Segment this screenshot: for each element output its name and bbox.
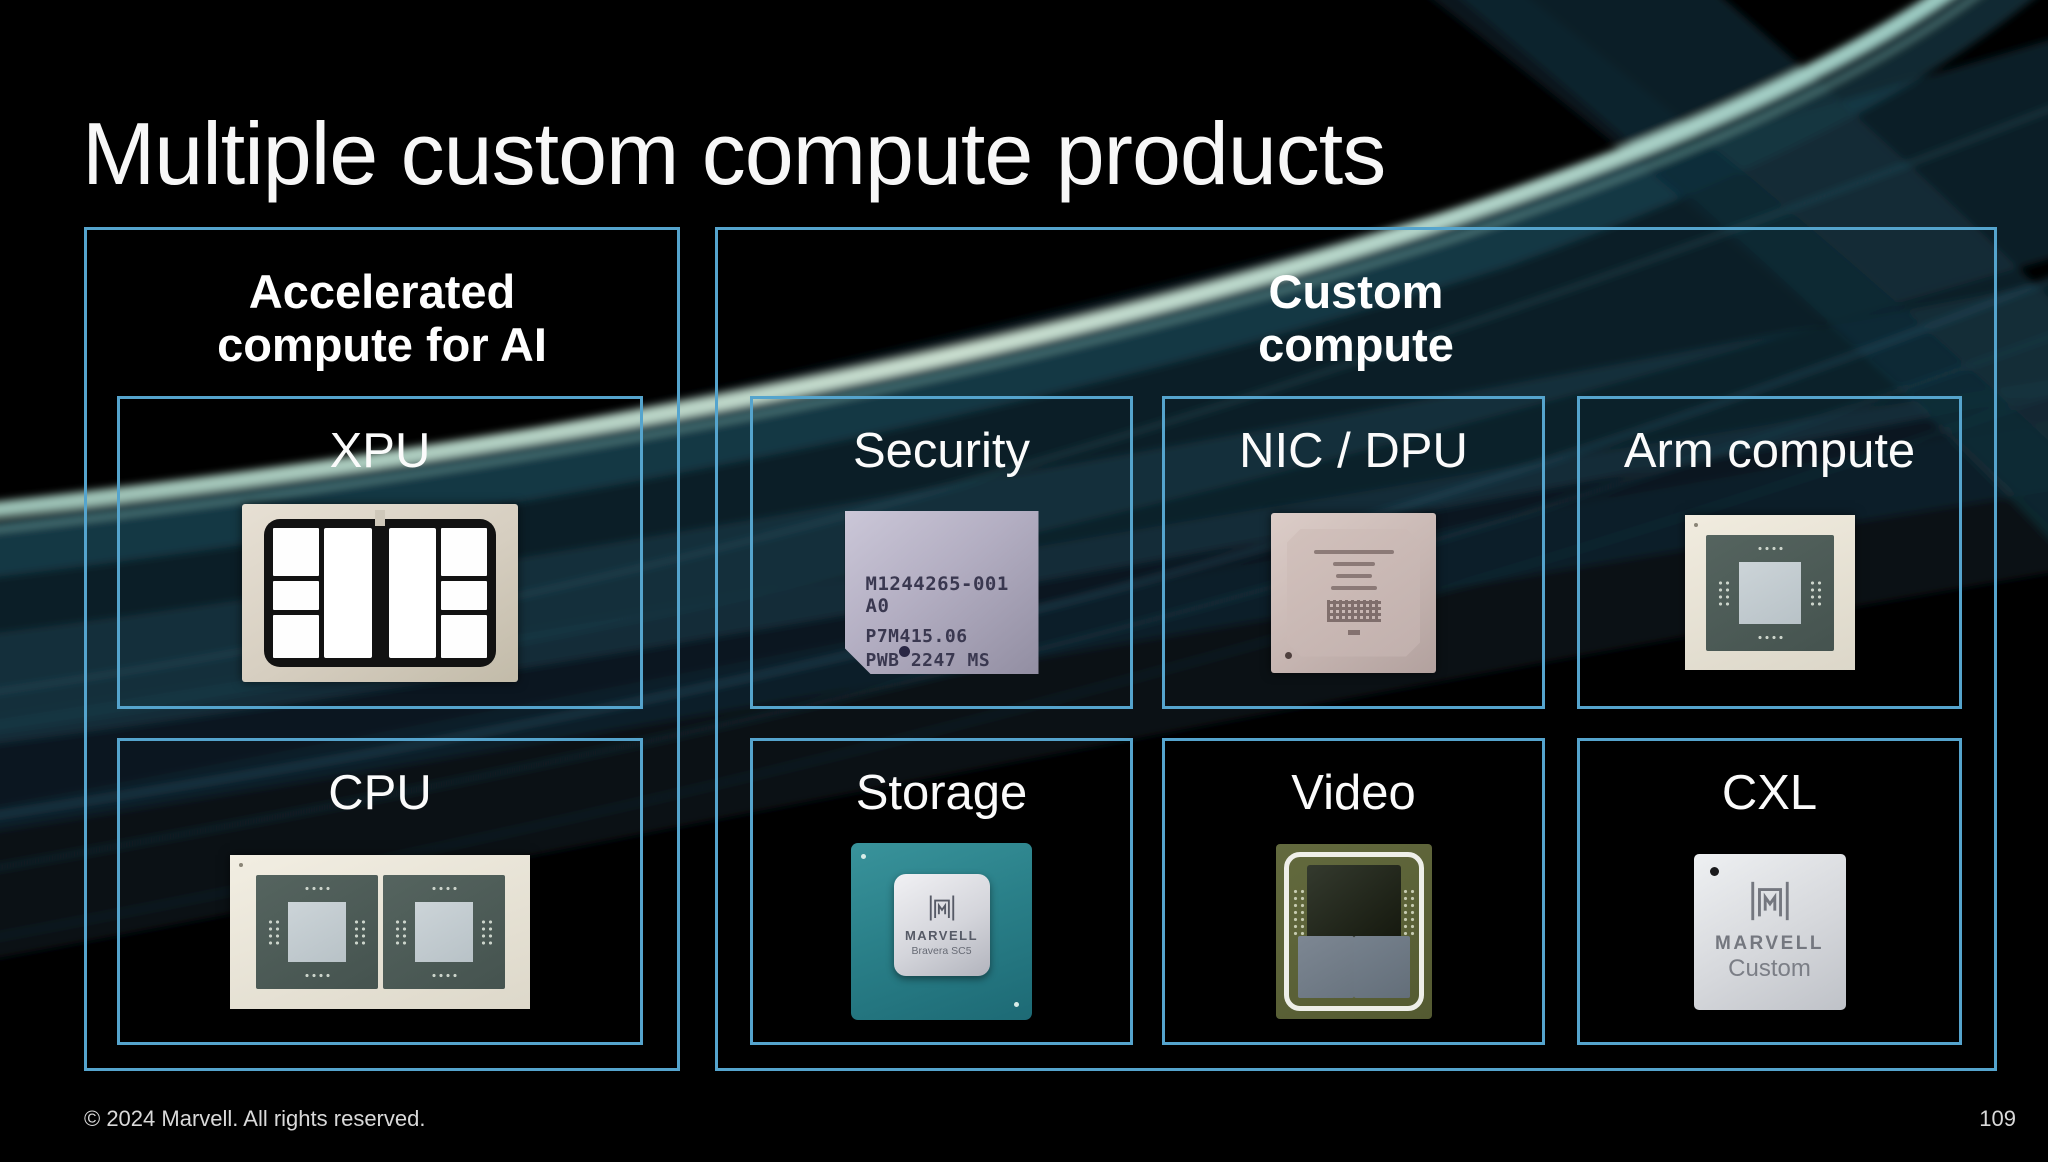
storage-chip-area: MARVELL Bravera SC5 <box>753 821 1130 1042</box>
xpu-chip-photo <box>242 503 518 682</box>
xpu-die-divider <box>377 528 384 658</box>
product-box-cpu: CPU <box>117 738 643 1045</box>
footer-copyright: © 2024 Marvell. All rights reserved. <box>84 1106 426 1131</box>
product-label-xpu: XPU <box>329 424 431 478</box>
arm-chip-area <box>1580 479 1959 706</box>
storage-heat-spreader: MARVELL Bravera SC5 <box>893 874 990 976</box>
xpu-die-right <box>388 527 436 658</box>
nic-dpu-datamatrix-code <box>1327 600 1381 622</box>
cpu-die-left <box>287 901 346 962</box>
product-label-storage: Storage <box>855 766 1028 820</box>
product-box-video: Video <box>1162 738 1545 1045</box>
cxl-chip-area: MARVELL Custom <box>1580 821 1959 1042</box>
product-label-video: Video <box>1291 766 1416 820</box>
video-dots-right <box>1401 888 1416 938</box>
cxl-product-text: Custom <box>1728 954 1811 982</box>
video-memory-right <box>1353 936 1410 998</box>
cpu-package-right <box>382 874 505 989</box>
video-dots-left <box>1291 888 1306 938</box>
storage-product-text: Bravera SC5 <box>911 945 972 957</box>
arm-die <box>1738 561 1801 624</box>
arm-chip-photo <box>1684 515 1855 670</box>
cxl-brand-text: MARVELL <box>1715 932 1824 954</box>
arm-package <box>1705 534 1834 651</box>
cpu-chip-area <box>120 821 640 1042</box>
product-box-cxl: CXL MARVELL Custom <box>1577 738 1962 1045</box>
cpu-package-left <box>255 874 378 989</box>
product-label-nic-dpu: NIC / DPU <box>1239 424 1468 478</box>
product-label-cpu: CPU <box>328 766 432 820</box>
security-marking-line3: PWB 2247 MS <box>865 650 991 671</box>
cpu-substrate-dot <box>239 862 243 867</box>
xpu-chip-area <box>120 479 640 706</box>
slide-title: Multiple custom compute products <box>82 103 1386 203</box>
product-box-security: Security M1244265-001 A0 P7M415.06 PWB 2… <box>750 396 1133 709</box>
product-label-cxl: CXL <box>1721 766 1818 820</box>
xpu-die-left <box>324 527 372 658</box>
storage-chip-photo: MARVELL Bravera SC5 <box>851 843 1032 1020</box>
nic-dpu-package-top <box>1287 529 1420 657</box>
product-box-xpu: XPU <box>117 396 643 709</box>
video-chip-area <box>1165 821 1542 1042</box>
video-pcb-trace <box>1283 852 1424 1011</box>
storage-dot-bottom-right <box>1014 1002 1019 1007</box>
nic-dpu-chip-area <box>1165 479 1542 706</box>
arm-substrate-dot <box>1693 523 1698 527</box>
xpu-substrate-notch <box>375 509 385 526</box>
security-chip-markings: M1244265-001 A0 P7M415.06 PWB 2247 MS <box>866 573 1039 671</box>
marvell-logo-icon <box>1750 881 1789 920</box>
group-title-custom-compute: Custom compute <box>1258 265 1454 371</box>
product-label-arm-compute: Arm compute <box>1623 424 1916 478</box>
nic-dpu-chip-photo <box>1271 512 1436 673</box>
video-chip-photo <box>1275 844 1432 1019</box>
nic-dpu-pin1-dot <box>1285 651 1292 659</box>
security-chip-photo: M1244265-001 A0 P7M415.06 PWB 2247 MS <box>845 511 1039 674</box>
storage-brand-text: MARVELL <box>904 928 979 943</box>
group-accelerated-compute-ai: Accelerated compute for AI XPU <box>84 227 680 1071</box>
marvell-logo-icon <box>929 895 954 921</box>
security-marking-line2: P7M415.06 <box>865 626 968 647</box>
product-box-nic-dpu: NIC / DPU <box>1162 396 1545 709</box>
xpu-hbm-stack-left <box>273 527 319 658</box>
group-title-accelerated-compute-ai: Accelerated compute for AI <box>217 265 547 371</box>
video-memory-left <box>1297 936 1354 998</box>
product-box-arm-compute: Arm compute <box>1577 396 1962 709</box>
cxl-pin1-dot <box>1709 866 1719 876</box>
security-chip-area: M1244265-001 A0 P7M415.06 PWB 2247 MS <box>753 479 1130 706</box>
security-pin1-dot <box>899 646 910 657</box>
footer-page-number: 109 <box>1979 1106 2016 1131</box>
cpu-chip-photo <box>230 854 530 1009</box>
group-custom-compute: Custom compute Security M1244265-001 A0 … <box>715 227 1997 1071</box>
storage-dot-top-left <box>861 854 866 859</box>
product-label-security: Security <box>852 424 1030 478</box>
product-box-storage: Storage MARVELL Bravera SC5 <box>750 738 1133 1045</box>
cpu-die-right <box>414 901 473 962</box>
security-marking-line1: M1244265-001 A0 <box>865 573 1009 617</box>
xpu-package-frame <box>264 518 496 667</box>
xpu-hbm-stack-right <box>441 527 487 658</box>
cxl-chip-photo: MARVELL Custom <box>1693 853 1846 1010</box>
